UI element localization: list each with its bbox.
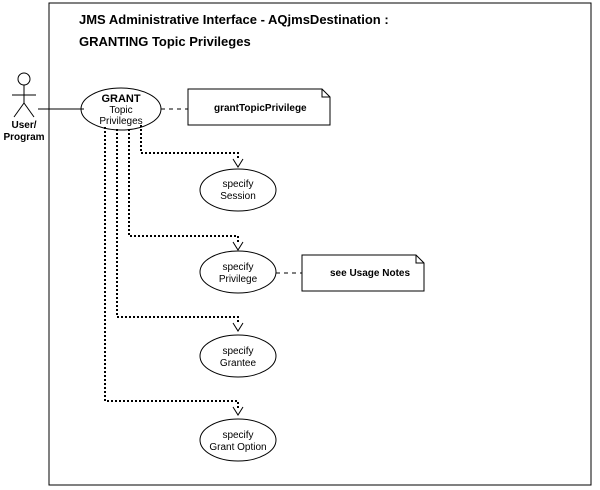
arrowhead-session [232,158,244,168]
note-grant-topic-privilege [187,88,331,126]
usecase-grant-option-line1: specify [222,430,253,441]
note-usage-notes-text: see Usage Notes [330,268,410,279]
usecase-grant-line2: Topic [109,105,132,116]
actor-figure [12,72,36,118]
usecase-grant-line3: Privileges [99,116,142,127]
usecase-specify-grant-option [199,418,277,462]
usecase-specify-grantee [199,334,277,378]
usecase-grant-line1: GRANT [101,93,140,105]
dependency-grantee [116,129,239,324]
dependency-session [140,125,239,160]
usecase-grantee-line1: specify [222,346,253,357]
usecase-specify-session [199,168,277,212]
arrowhead-grant-option [232,406,244,416]
usecase-specify-privilege [199,250,277,294]
note-usage-notes [301,254,425,292]
usecase-session-line1: specify [222,179,253,190]
diagram-title-line1: JMS Administrative Interface - AQjmsDest… [79,12,389,27]
dependency-privilege [128,129,239,243]
note-grant-topic-privilege-text: grantTopicPrivilege [214,103,307,114]
actor-label-line1: User/ [11,120,36,131]
arrowhead-grantee [232,322,244,332]
usecase-grant-option-line2: Grant Option [209,442,266,453]
usecase-session-line2: Session [220,191,256,202]
usecase-privilege-line2: Privilege [219,274,258,285]
diagram-title-line2: GRANTING Topic Privileges [79,34,251,49]
actor-label-line2: Program [3,132,44,143]
usecase-privilege-line1: specify [222,262,253,273]
arrowhead-privilege [232,241,244,251]
dependency-grant-option [104,127,239,408]
diagram-frame [48,2,592,486]
usecase-grantee-line2: Grantee [220,358,257,369]
